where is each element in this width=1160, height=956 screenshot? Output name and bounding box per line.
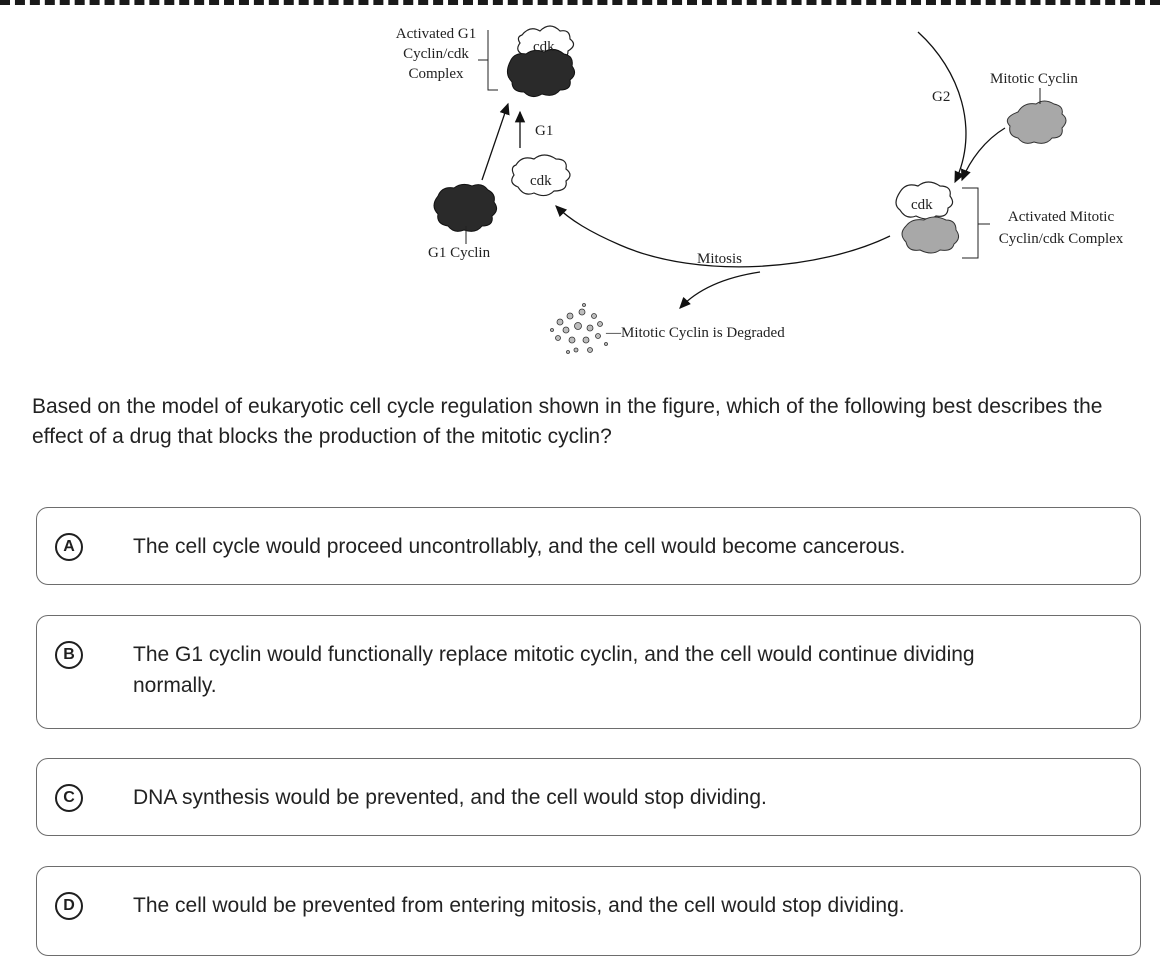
mitotic-cyclin-bound-cloud (901, 216, 960, 254)
cell-cycle-figure: Activated G1 Cyclin/cdk Complex cdk G1 c… (0, 0, 1160, 370)
answer-option-a[interactable]: A The cell cycle would proceed uncontrol… (36, 507, 1141, 585)
cdk-right-cloud (895, 181, 954, 220)
answer-option-b[interactable]: B The G1 cyclin would functionally repla… (36, 615, 1141, 729)
degraded-cyclin-dots (550, 303, 608, 354)
option-text-c: DNA synthesis would be prevented, and th… (133, 786, 767, 809)
mitosis-label: Mitosis (697, 251, 743, 267)
top-dashed-rule (0, 0, 1160, 8)
degraded-label: —Mitotic Cyclin is Degraded (606, 325, 785, 341)
option-letter-c: C (55, 784, 83, 812)
answer-option-c[interactable]: C DNA synthesis would be prevented, and … (36, 758, 1141, 836)
mitotic-cyclin-cloud (1006, 100, 1067, 144)
mitotic-complex-bracket (962, 187, 990, 259)
question-text: Based on the model of eukaryotic cell cy… (32, 395, 1103, 448)
option-text-d: The cell would be prevented from enterin… (133, 894, 905, 917)
option-text-a: The cell cycle would proceed uncontrolla… (133, 535, 906, 558)
cdk-top-label: cdk (533, 39, 555, 55)
g1-cyclin-cloud (433, 183, 498, 232)
cdk-mid-cloud (511, 154, 571, 197)
g1-cyclin-label: G1 Cyclin (428, 245, 491, 261)
g2-arrow-label: G2 (932, 89, 951, 105)
cdk-mid-label: cdk (530, 173, 552, 189)
activated-mitotic-complex-label: Activated Mitotic Cyclin/cdk Complex (998, 209, 1124, 247)
g1-complex-bracket (478, 30, 498, 91)
mitotic-cyclin-label: Mitotic Cyclin (990, 71, 1078, 87)
option-letter-b: B (55, 641, 83, 669)
answer-option-d[interactable]: D The cell would be prevented from enter… (36, 866, 1141, 956)
option-letter-d: D (55, 892, 83, 920)
cdk-right-label: cdk (911, 197, 933, 213)
cell-cycle-diagram (433, 25, 1067, 354)
g1-arrow-label: G1 (535, 123, 554, 139)
activated-g1-complex-label: Activated G1 Cyclin/cdk Complex (395, 26, 477, 82)
option-letter-a: A (55, 533, 83, 561)
option-text-b: The G1 cyclin would functionally replace… (133, 643, 975, 697)
g1-cyclin-bound-cloud (506, 48, 576, 98)
